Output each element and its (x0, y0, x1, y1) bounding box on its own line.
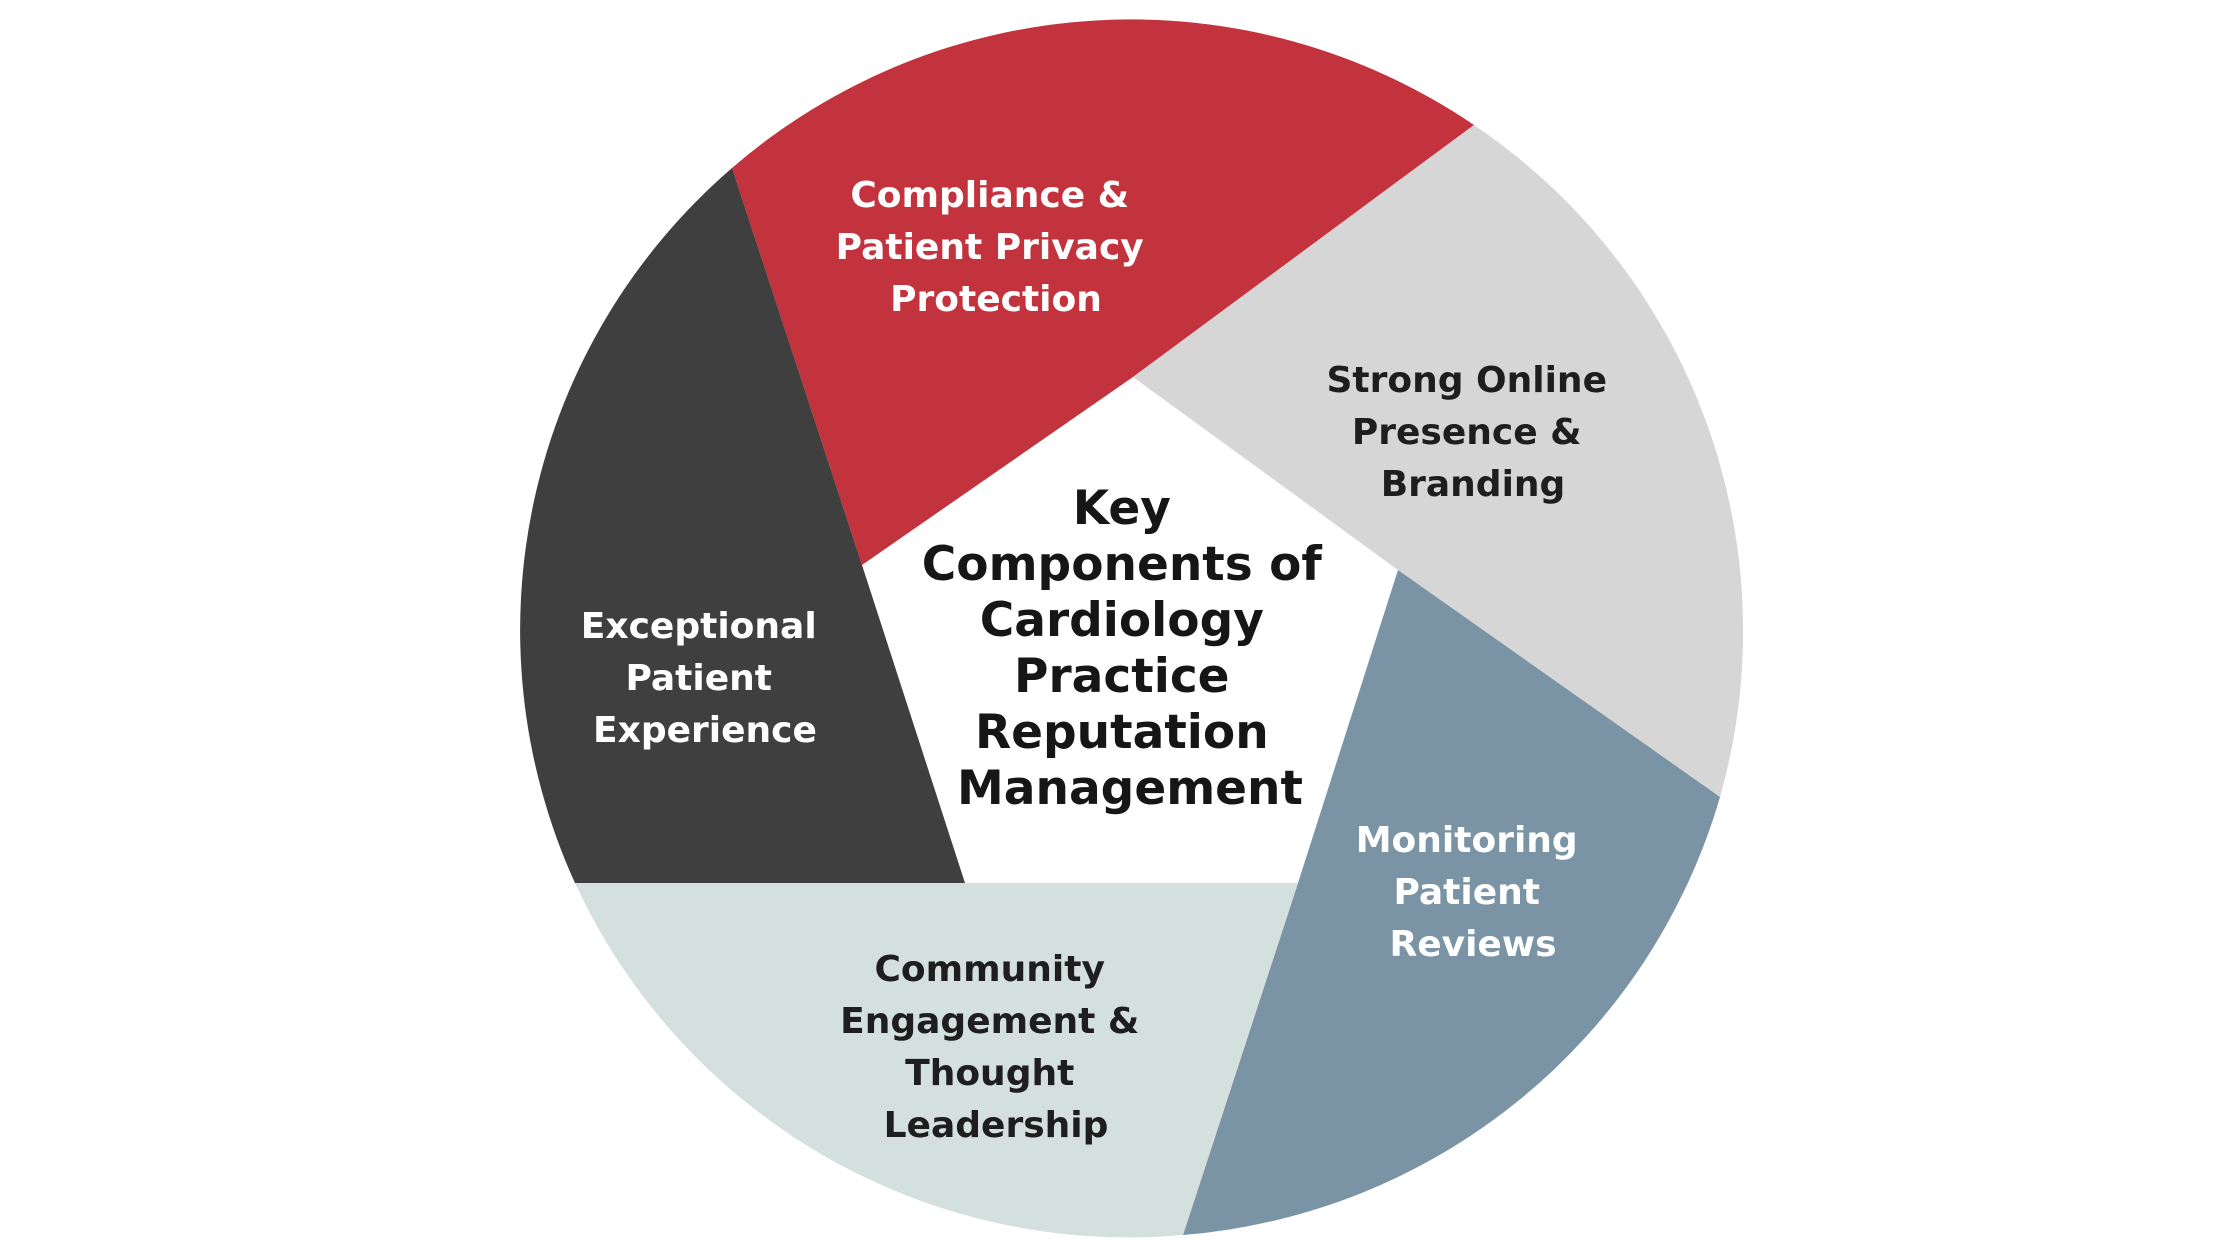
label-compliance: Compliance & Patient Privacy Protection (836, 175, 1157, 320)
center-title: Key Components of Cardiology Practice Re… (922, 481, 1338, 816)
outer-circle (520, 19, 1744, 1238)
center-pentagon (862, 377, 1398, 883)
segment-online-presence (1130, 125, 1744, 797)
label-monitoring-reviews: Monitoring Patient Reviews (1356, 820, 1591, 965)
label-online-presence: Strong Online Presence & Branding (1326, 360, 1619, 505)
label-patient-experience: Exceptional Patient Experience (581, 606, 829, 751)
label-community: Community Engagement & Thought Leadershi… (840, 949, 1152, 1146)
segment-compliance (732, 19, 1474, 626)
